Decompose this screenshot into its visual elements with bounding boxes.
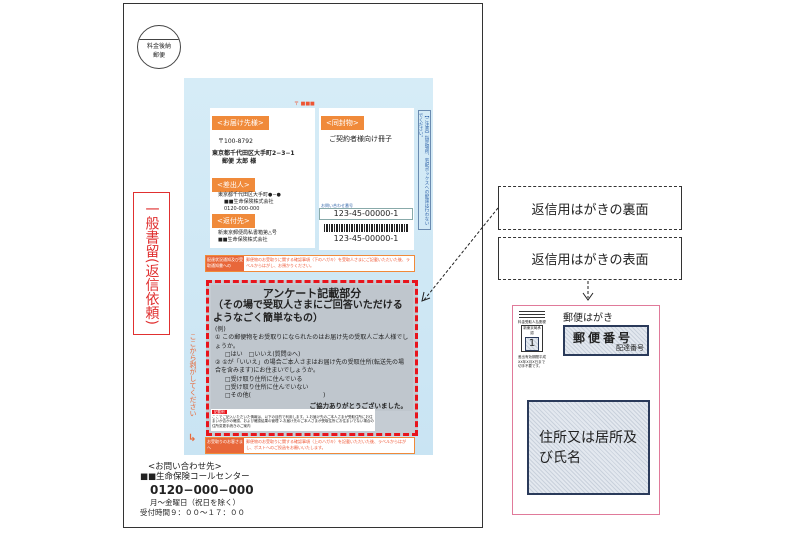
from-label: <差出人> <box>212 178 255 192</box>
contact-days: 月〜金曜日（祝日を除く） <box>150 498 240 507</box>
to-postal: 〒100-8792 <box>218 138 253 145</box>
stamp-number: 1 <box>525 337 539 351</box>
notice-bottom: お受取りのお客さまへ 郵便物のお受取りに関する確認事項（上のハガキ）を記載いただ… <box>205 437 415 454</box>
contact-block: <お問い合わせ先> ■■生命保険コールセンター 0120−000−000 月〜金… <box>140 462 265 518</box>
survey-note: 記載例 ここでご記入いただいた情報は、以下の目的で利用します。1.お届け先のご本… <box>211 409 375 431</box>
return-company: ■■生命保険株式会社 <box>218 237 268 243</box>
postal-code-box: 郵便番号 配達番号 <box>563 325 649 356</box>
notice-top-text: 郵便物のお受取りに関する確認事項（下のハガキ）を受取人さまにご記載いただいた後、… <box>246 257 410 268</box>
tracking-label: お問い合わせ番号 <box>321 203 353 208</box>
peel-here-text: ここから剥がしてください <box>189 333 197 417</box>
contents-value: ご契約者様向け冊子 <box>329 135 392 143</box>
survey-q2-option: □受け取り住所に住んでいる <box>225 375 303 383</box>
survey-q2-option: □その他( ) <box>225 392 326 400</box>
brand-mark: 〒 ■■■ <box>294 101 315 107</box>
contact-phone: 0120−000−000 <box>150 483 254 497</box>
return-address: 新東京郵便局私書箱第△号 <box>218 230 277 236</box>
arrow-head-icon <box>421 291 431 302</box>
barcode-number: 123-45-00000-1 <box>333 234 399 243</box>
stamp-note: 差出有効期間平成XX年X月X日まで切手不要です。 <box>518 355 546 368</box>
postal-code-label: 郵便番号 <box>573 331 634 345</box>
notice-bottom-text: 郵便物のお受取りに関する確認事項（上のハガキ）を記載いただいた後、ラベルからはが… <box>246 439 406 450</box>
from-phone: 0120-000-000 <box>224 206 260 212</box>
address-name-box: 住所又は居所及び氏名 <box>527 400 650 495</box>
to-name: 郵便 太郎 様 <box>222 158 257 165</box>
survey-example: (例) <box>215 326 226 333</box>
survey-q2: ② ①が「いいえ」の場合ご本人さまはお届け先の受取住所(転送先の場合を含みます)… <box>215 359 405 375</box>
contents-label: <同封物> <box>321 116 364 130</box>
notice-top-label: 配達状況通知及び受取通知書への <box>206 256 244 271</box>
from-address: 東京都千代田区大手町●−● <box>218 192 281 198</box>
registered-mail-mark: 一般書留(返信依頼) <box>133 192 170 335</box>
contact-center: ■■生命保険コールセンター <box>140 472 250 482</box>
survey-note-text: ここでご記入いただいた情報は、以下の目的で利用します。1.お届け先のご本人さまが… <box>212 414 374 428</box>
survey-q1-options: □はい □いいえ(質問②へ) <box>225 350 301 358</box>
survey-questions: (例) ① この郵便物をお受取りになられたのはお届け先の受取人ご本人様でしょうか… <box>215 326 409 401</box>
survey-note-label: 記載例 <box>212 410 227 414</box>
barcode <box>324 224 409 232</box>
survey-q2-option: □受け取り住所に住んでいない <box>225 384 309 392</box>
survey-q1: ① この郵便物をお受取りになられたのはお届け先の受取人ご本人様でしょうか。 <box>215 334 409 350</box>
address-panel: <お届け先様> 〒100-8792 東京都千代田区大手町2−3−1 郵便 太郎 … <box>210 108 315 248</box>
stamp-line1: 料金後納 <box>146 43 171 50</box>
postal-sub-label: 配達番号 <box>616 344 644 352</box>
from-block: 東京都千代田区大手町●−● ■■生命保険株式会社 0120-000-000 <box>218 192 281 213</box>
tracking-number: 123-45-00000-1 <box>319 208 413 220</box>
survey-title: アンケート記載部分 <box>262 287 362 300</box>
contents-panel: <同封物> ご契約者様向け冊子 お問い合わせ番号 123-45-00000-1 … <box>319 108 414 250</box>
from-company: ■■生命保険株式会社 <box>224 199 274 205</box>
stamp-office: 新東京局承認 <box>523 326 541 335</box>
peel-arrow-icon: ↳ <box>188 433 197 444</box>
postage-paid-stamp: 料金後納 郵便 <box>137 25 181 69</box>
arrow-head-icon <box>582 292 594 301</box>
survey-subtitle: （その場で受取人さまにご回答いただけるようなごく簡単なもの） <box>213 300 403 324</box>
postcard-title: 郵便はがき <box>563 313 613 324</box>
contact-heading: <お問い合わせ先> <box>148 462 222 472</box>
arrow-to-survey <box>423 207 499 301</box>
postcard-bars <box>519 311 545 318</box>
stamp-line2: 郵便 <box>152 52 165 59</box>
return-label: <返付先> <box>212 214 255 228</box>
callout-back-side: 返信用はがきの裏面 <box>498 186 682 230</box>
reply-postcard-front: 料金受取人払郵便 新東京局承認 1 差出有効期間平成XX年X月X日まで切手不要で… <box>512 305 660 515</box>
to-address: 東京都千代田区大手町2−3−1 <box>212 150 295 157</box>
stamp-box: 新東京局承認 1 <box>521 325 543 352</box>
return-block: 新東京郵便局私書箱第△号 ■■生命保険株式会社 <box>218 230 277 244</box>
callout-front-side: 返信用はがきの表面 <box>498 237 682 280</box>
survey-section: アンケート記載部分 （その場で受取人さまにご回答いただけるようなごく簡単なもの）… <box>206 280 418 436</box>
to-label: <お届け先様> <box>212 116 269 130</box>
notice-top: 配達状況通知及び受取通知書への 郵便物のお受取りに関する確認事項（下のハガキ）を… <box>205 255 415 272</box>
envelope-frame <box>123 3 483 528</box>
contact-hours: 受付時間９：００〜１７：００ <box>140 508 245 517</box>
survey-thanks: ご協力ありがとうございました。 <box>309 402 408 410</box>
caution-note: 【ご注意】指定場所、宅配ボックスへの配達は行わないでください。 <box>418 110 431 230</box>
stamp-label: 料金受取人払郵便 <box>518 320 546 324</box>
notice-bottom-label: お受取りのお客さまへ <box>206 438 244 453</box>
